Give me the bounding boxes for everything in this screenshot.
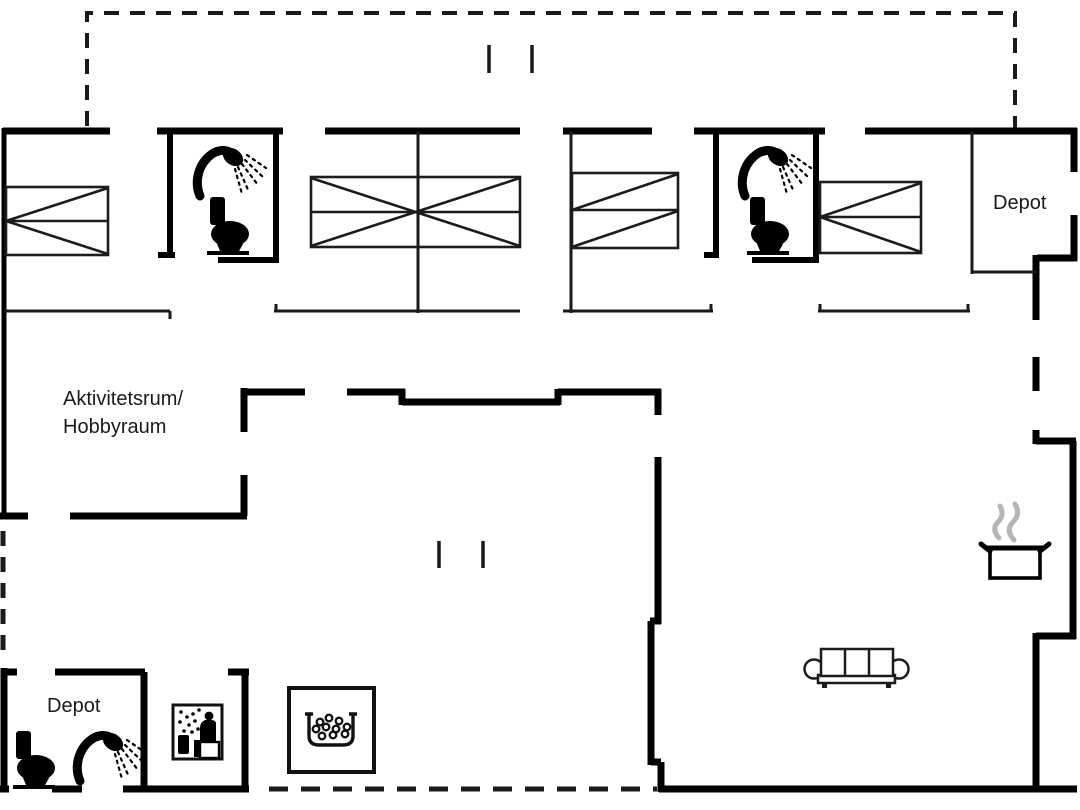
washing-tub-icon: [305, 712, 357, 747]
washing-room-box: [287, 686, 376, 774]
window-tick-icon: [437, 541, 485, 568]
steam-icon: [992, 501, 1021, 543]
dashed-boundary-top: [85, 11, 1017, 128]
wall-segments-heavy: [0, 127, 1078, 793]
bed-icon: [4, 185, 110, 257]
sofa-icon: [803, 647, 910, 688]
exterior-walls: [0, 127, 1078, 793]
toilet-icon: [747, 197, 789, 255]
depot-upper-label: Depot: [993, 192, 1047, 214]
activity-room-label-line2: Hobbyraum: [63, 416, 166, 438]
bed-icon: [570, 171, 680, 250]
toilet-icon: [13, 731, 55, 789]
bathroom-top-right: [742, 144, 811, 255]
depot-lower-label: Depot: [47, 695, 101, 717]
cooking-pot-icon: [978, 501, 1052, 580]
shower-icon: [742, 144, 811, 196]
toilet-icon: [207, 197, 249, 255]
sauna-icon: [171, 703, 224, 761]
washing-room: [287, 686, 376, 774]
window-tick-icon: [487, 45, 534, 73]
terrace-dashed-boundary: [0, 11, 1017, 792]
annex-bottom-left: [13, 703, 224, 789]
beds: [4, 171, 923, 257]
shower-icon: [77, 729, 146, 781]
bed-icon: [818, 180, 923, 255]
shower-icon: [197, 144, 266, 196]
activity-room-label-line1: Aktivitetsrum/: [63, 388, 183, 410]
interior-partitions: [4, 45, 1037, 568]
bathroom-top-left: [197, 144, 266, 255]
bathroom-wall-segments: [158, 131, 819, 263]
bed-icon: [309, 175, 522, 249]
bathroom-walls: [158, 131, 819, 263]
